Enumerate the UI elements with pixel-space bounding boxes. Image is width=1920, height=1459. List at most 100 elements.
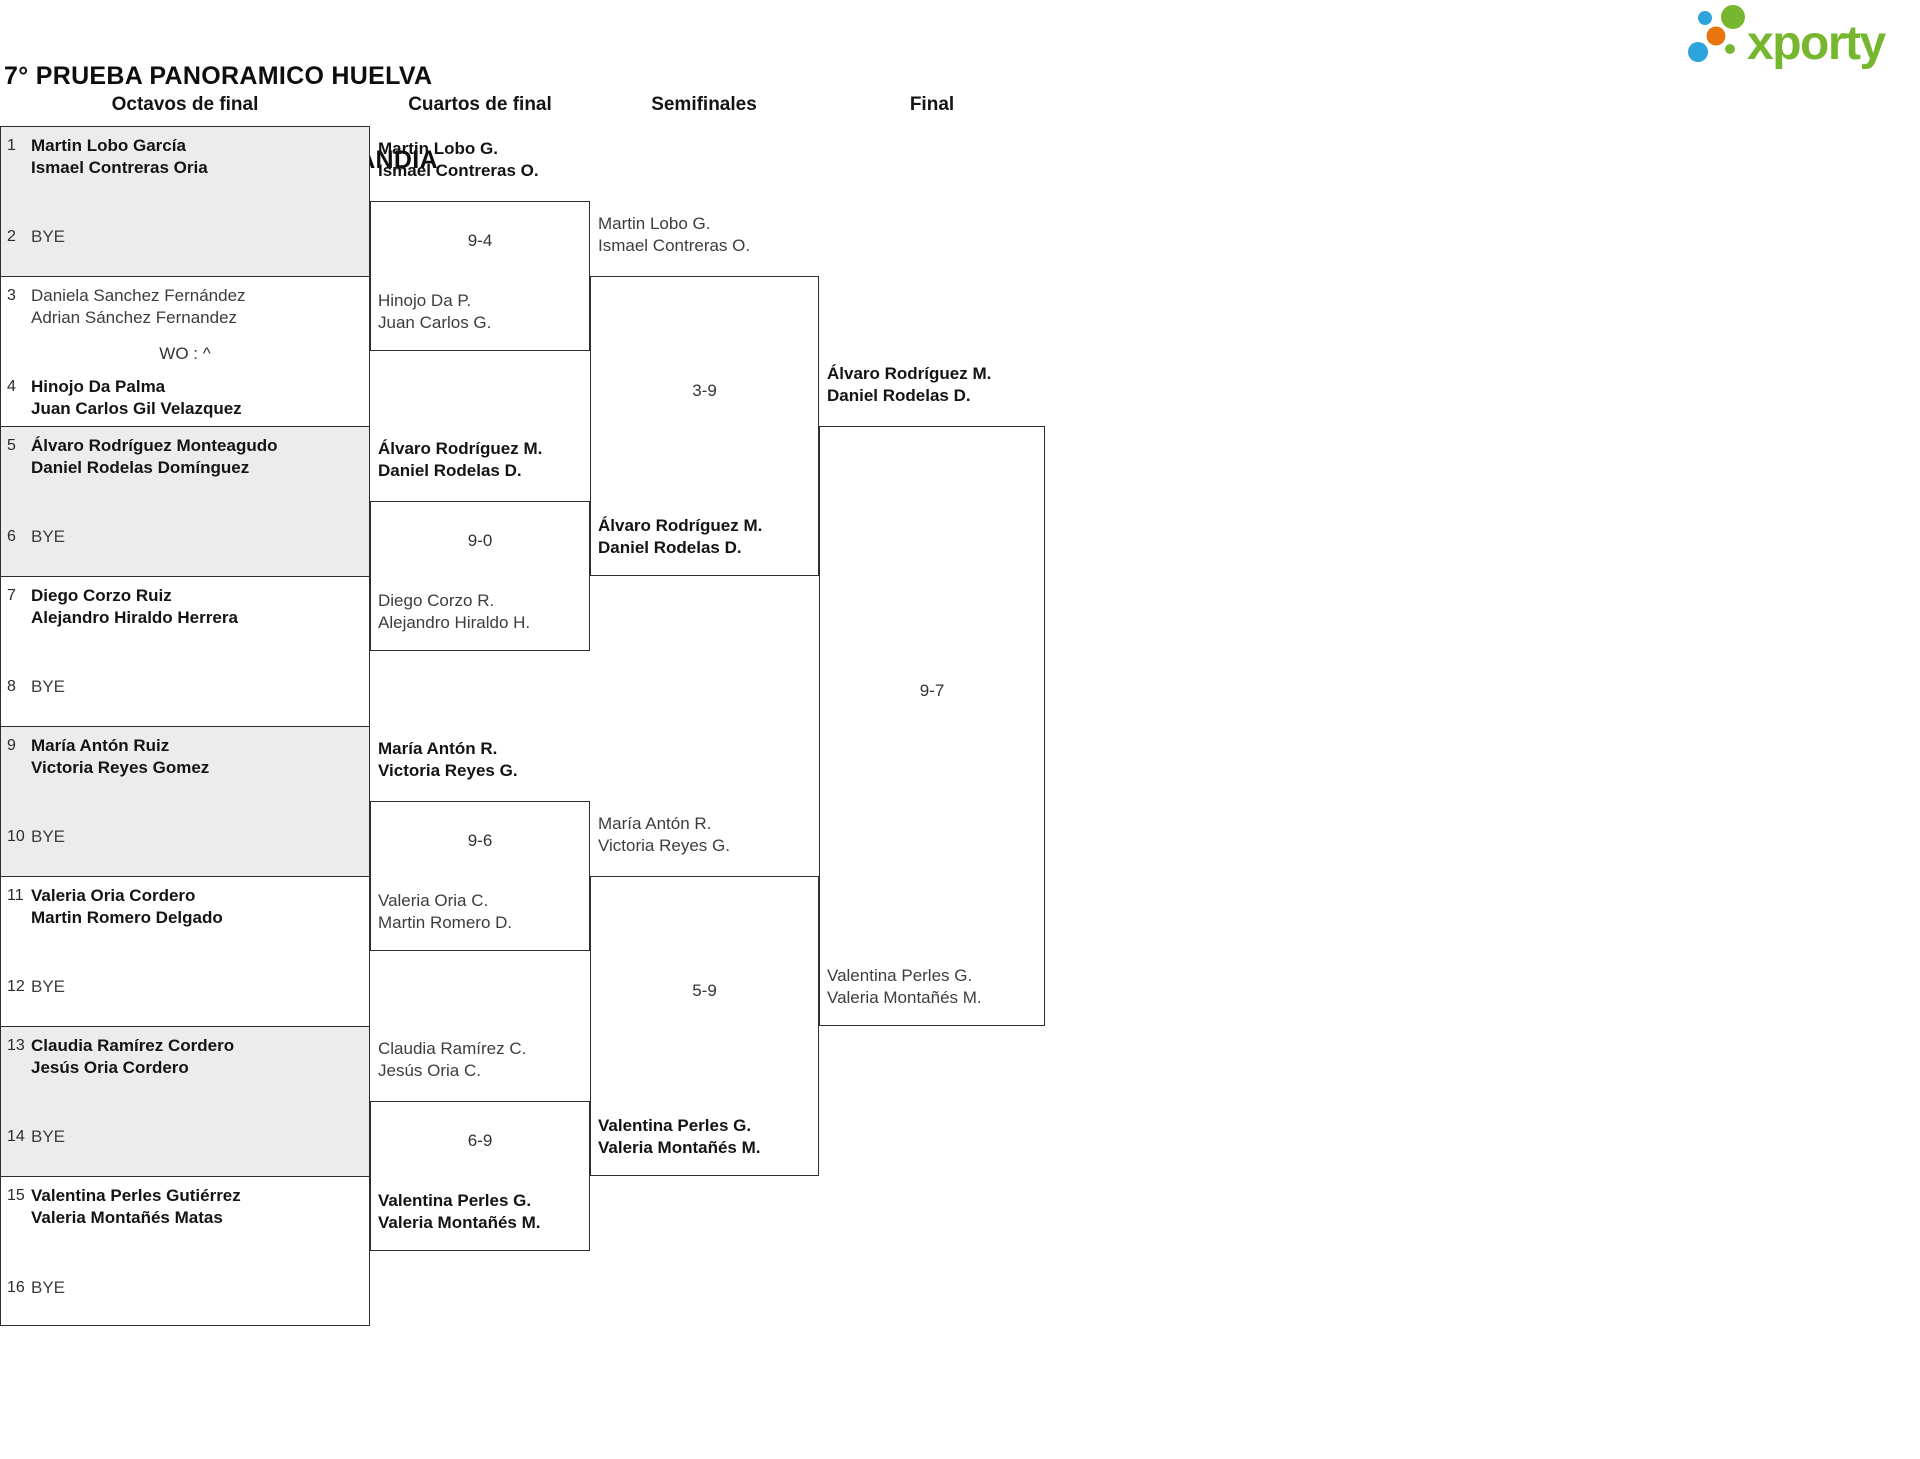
- bracket-slot-14: 14 BYE: [1, 1126, 365, 1170]
- quarterfinal-match-2: Álvaro Rodríguez M. Daniel Rodelas D. 9-…: [370, 439, 590, 651]
- slot-number: 5: [7, 437, 16, 454]
- round-header-semifinales: Semifinales: [651, 94, 757, 115]
- slot-number: 14: [7, 1128, 25, 1145]
- qf2-bottom-team: Diego Corzo R. Alejandro Hiraldo H.: [378, 590, 829, 634]
- final-match: Álvaro Rodríguez M. Daniel Rodelas D. 9-…: [819, 364, 1045, 1026]
- qf3-top-team: María Antón R. Victoria Reyes G.: [378, 738, 829, 782]
- team-name: Claudia Ramírez Cordero: [31, 1036, 235, 1055]
- team-name: Ismael Contreras O.: [598, 236, 751, 255]
- semifinal-match-2: María Antón R. Victoria Reyes G. 5-9 Val…: [590, 814, 819, 1176]
- team-name: Daniel Rodelas Domínguez: [31, 458, 250, 477]
- match-score: 9-7: [919, 681, 945, 700]
- team-name: María Antón Ruiz: [31, 736, 170, 755]
- team-name: BYE: [31, 527, 66, 546]
- team-name: Martin Lobo García: [31, 136, 186, 155]
- team-name: BYE: [31, 977, 66, 996]
- team-name: Valeria Oria Cordero: [31, 886, 196, 905]
- match-score-walkover: WO : ^: [159, 344, 211, 363]
- bracket-slot-8: 8 BYE: [1, 676, 365, 720]
- bracket-slot-6: 6 BYE: [1, 526, 365, 570]
- team-name: Valeria Montañés Matas: [31, 1208, 223, 1227]
- team-name: Valentina Perles G.: [827, 966, 973, 985]
- team-name: Alejandro Hiraldo H.: [378, 613, 531, 632]
- xporty-wordmark: xporty: [1747, 17, 1887, 70]
- team-name: Valeria Montañés M.: [827, 988, 982, 1007]
- xporty-logo-icon: xporty: [1688, 5, 1888, 70]
- team-name: María Antón R.: [378, 739, 498, 758]
- match-score: 9-4: [467, 231, 493, 250]
- team-name: BYE: [31, 1278, 66, 1297]
- slot-number: 3: [7, 287, 16, 304]
- slot-number: 12: [7, 978, 25, 995]
- round-header-cuartos: Cuartos de final: [408, 94, 552, 115]
- team-name: BYE: [31, 677, 66, 696]
- slot-number: 2: [7, 228, 16, 245]
- bracket-slot-10: 10 BYE: [1, 826, 365, 870]
- team-name: Victoria Reyes Gomez: [31, 758, 210, 777]
- slot-number: 13: [7, 1037, 25, 1054]
- team-name: BYE: [31, 227, 66, 246]
- qf4-bottom-team: Valentina Perles G. Valeria Montañés M.: [378, 1190, 829, 1234]
- team-name: Jesús Oria Cordero: [31, 1058, 189, 1077]
- team-name: Valeria Montañés M.: [378, 1213, 541, 1232]
- slot-number: 16: [7, 1279, 25, 1296]
- team-name: Diego Corzo Ruiz: [31, 586, 172, 605]
- team-name: Ismael Contreras Oria: [31, 158, 208, 177]
- team-name: Victoria Reyes G.: [378, 761, 518, 780]
- match-score: 5-9: [692, 981, 717, 1000]
- match-score: 6-9: [467, 1131, 493, 1150]
- slot-number: 6: [7, 528, 16, 545]
- team-name: Valentina Perles G.: [378, 1191, 532, 1210]
- team-name: Diego Corzo R.: [378, 591, 495, 610]
- slot-number: 8: [7, 678, 16, 695]
- slot-number: 7: [7, 587, 16, 604]
- team-name: Álvaro Rodríguez Monteagudo: [31, 436, 278, 455]
- team-name: Martin Lobo G.: [598, 214, 711, 233]
- match-score: 9-6: [467, 831, 493, 850]
- team-name: Hinojo Da Palma: [31, 377, 166, 396]
- team-name: BYE: [31, 827, 66, 846]
- semifinal-match-1: Martin Lobo G. Ismael Contreras O. 3-9 Á…: [590, 214, 819, 576]
- tournament-title-line1: 7° PRUEBA PANORAMICO HUELVA: [4, 62, 433, 90]
- final-bottom-team: Valentina Perles G. Valeria Montañés M.: [827, 965, 1284, 1009]
- slot-number: 4: [7, 378, 16, 395]
- team-name: Martin Lobo G.: [378, 139, 498, 158]
- team-name: Daniela Sanchez Fernández: [31, 286, 246, 305]
- quarterfinal-match-4: Claudia Ramírez C. Jesús Oria C. 6-9 Val…: [370, 1039, 590, 1251]
- sf1-top-team: Martin Lobo G. Ismael Contreras O.: [598, 213, 1058, 257]
- match-score: 9-0: [467, 531, 493, 550]
- slot-number: 10: [7, 828, 25, 845]
- slot-number: 1: [7, 137, 16, 154]
- quarterfinal-match-1: Martin Lobo G. Ismael Contreras O. 9-4 H…: [370, 139, 590, 351]
- final-top-team: Álvaro Rodríguez M. Daniel Rodelas D.: [827, 363, 1284, 407]
- qf1-top-team: Martin Lobo G. Ismael Contreras O.: [378, 138, 829, 182]
- round-header-octavos: Octavos de final: [111, 94, 259, 115]
- slot-number: 11: [7, 887, 24, 904]
- slot-number: 15: [7, 1187, 25, 1204]
- team-name: Martin Romero Delgado: [31, 908, 223, 927]
- quarterfinal-match-3: María Antón R. Victoria Reyes G. 9-6 Val…: [370, 739, 590, 951]
- slot-number: 9: [7, 737, 16, 754]
- bracket-slot-12: 12 BYE: [1, 976, 365, 1020]
- xporty-logo[interactable]: xporty: [1677, 2, 1917, 70]
- team-name: Alejandro Hiraldo Herrera: [31, 608, 238, 627]
- team-name: Adrian Sánchez Fernandez: [31, 308, 238, 327]
- team-name: Valentina Perles Gutiérrez: [31, 1186, 241, 1205]
- bracket-slot-16: 16 BYE: [1, 1277, 365, 1321]
